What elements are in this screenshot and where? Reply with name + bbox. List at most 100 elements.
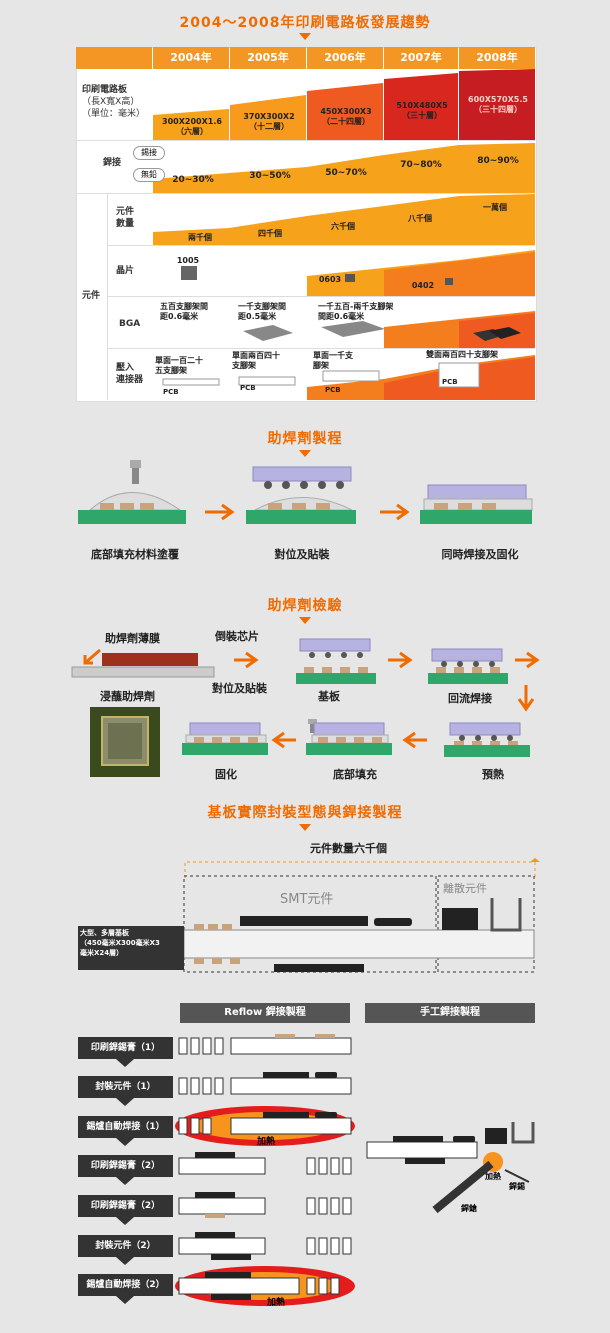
row-divider bbox=[107, 245, 535, 246]
title-arrow-icon bbox=[299, 450, 311, 457]
step-print-paste-2a: 印刷銲錫膏（2） bbox=[78, 1155, 173, 1185]
label-cure: 固化 bbox=[215, 768, 237, 781]
connector-graphic bbox=[162, 355, 535, 400]
pcb-size-2007: 510X480X5（三十層） bbox=[396, 101, 448, 120]
iron-label: 銲鎗 bbox=[461, 1204, 477, 1213]
component-group-label: 元件 bbox=[82, 291, 101, 301]
reflow-bar: Reflow 銲接製程 bbox=[180, 1003, 350, 1023]
chip-row-label: 晶片 bbox=[116, 266, 135, 276]
bga-row-label: BGA bbox=[119, 319, 141, 329]
step-print-paste-2b: 印刷銲錫膏（2） bbox=[78, 1195, 173, 1225]
chip-1005: 1005 bbox=[176, 256, 200, 265]
trend-title: 2004～2008年印刷電路板發展趨勢 bbox=[179, 15, 431, 31]
label-align-place: 對位及貼裝 bbox=[212, 682, 267, 695]
step-solder-cure: 同時焊接及固化 bbox=[441, 548, 519, 561]
solder-2008: 80~90% bbox=[477, 156, 519, 166]
count-2004: 兩千個 bbox=[188, 233, 212, 242]
row-divider bbox=[107, 348, 535, 349]
solder-row-label: 銲接 bbox=[103, 158, 122, 168]
label-preheat: 預熱 bbox=[482, 768, 504, 781]
bga-2006: 一千五百-兩千支腳架間距0.6毫米 bbox=[318, 302, 394, 321]
count-graphic bbox=[153, 194, 535, 245]
flux-inspection-title: 助焊劑檢驗 bbox=[267, 598, 343, 614]
chip-graphic bbox=[181, 250, 535, 296]
solder-2007: 70~80% bbox=[400, 160, 442, 170]
conn-2006: 單面一千支腳架 bbox=[313, 351, 353, 370]
lead-free-tag: 無鉛 bbox=[133, 168, 165, 182]
solder-2005: 30~50% bbox=[249, 171, 291, 181]
pcb-label-unit: （單位：毫米） bbox=[82, 109, 146, 119]
label-flip-chip: 倒裝芯片 bbox=[215, 630, 259, 643]
pcb-size-graphic bbox=[153, 69, 535, 140]
row-divider bbox=[107, 296, 535, 297]
conn-2007-2008: 雙面兩百四十支腳架 bbox=[426, 350, 498, 359]
step-place-1: 封裝元件（1） bbox=[78, 1076, 173, 1106]
count-2006: 六千個 bbox=[331, 222, 355, 231]
step-underfill-coat: 底部填充材料塗覆 bbox=[91, 548, 179, 561]
year-2006: 2006年 bbox=[307, 47, 383, 69]
smt-label: SMT元件 bbox=[280, 892, 334, 907]
pcb-size-2005: 370X300X2（十二層） bbox=[243, 112, 295, 131]
package-title: 基板實際封裝型態與銲接製程 bbox=[207, 805, 403, 821]
flux-process-title: 助焊劑製程 bbox=[267, 431, 343, 447]
pcb-row-label: 印刷電路板 （長X寬X高） （單位：毫米） bbox=[82, 84, 152, 120]
chip-0402: 0402 bbox=[411, 281, 435, 290]
label-underfill: 底部填充 bbox=[333, 768, 377, 781]
pcb-tag: PCB bbox=[325, 386, 341, 394]
header-corner bbox=[76, 47, 152, 69]
solder-2004: 20~30% bbox=[172, 175, 214, 185]
solder-wire-label: 銲錫 bbox=[509, 1182, 525, 1191]
year-2004: 2004年 bbox=[153, 47, 229, 69]
pcb-size-2008: 600X570X5.5（三十四層） bbox=[468, 95, 528, 114]
step-align-place: 對位及貼裝 bbox=[274, 548, 330, 561]
step-print-paste-1: 印刷銲錫膏（1） bbox=[78, 1037, 173, 1067]
pcb-label-dims: （長X寬X高） bbox=[82, 97, 140, 107]
step-reflow-1: 錫爐自動焊接（1） bbox=[78, 1116, 173, 1146]
connector-row-label: 壓入連接器 bbox=[116, 363, 144, 385]
flux-inspection-diagram bbox=[71, 638, 540, 777]
discrete-label: 離散元件 bbox=[443, 882, 487, 895]
pcb-tag: PCB bbox=[163, 388, 179, 396]
heat-label-manual: 加熱 bbox=[485, 1172, 501, 1181]
label-substrate: 基板 bbox=[318, 690, 340, 703]
row-divider bbox=[76, 193, 535, 194]
pcb-label-title: 印刷電路板 bbox=[82, 85, 128, 95]
heat-label-1: 加熱 bbox=[257, 1137, 276, 1147]
step-reflow-2: 錫爐自動焊接（2） bbox=[78, 1274, 173, 1304]
pcb-tag: PCB bbox=[240, 384, 256, 392]
title-arrow-icon bbox=[299, 824, 311, 831]
conn-2005: 單面兩百四十支腳架 bbox=[232, 351, 280, 370]
label-flux-film: 助焊劑薄膜 bbox=[105, 632, 160, 645]
count-2007: 八千個 bbox=[408, 214, 432, 223]
count-2008: 一萬個 bbox=[483, 203, 507, 212]
pcb-size-2004: 300X200X1.6（六層） bbox=[162, 117, 222, 136]
step-place-2: 封裝元件（2） bbox=[78, 1235, 173, 1265]
year-2005: 2005年 bbox=[230, 47, 306, 69]
board-diagram bbox=[183, 858, 540, 973]
col-divider bbox=[107, 193, 108, 400]
conn-2004: 單面一百二十五支腳架 bbox=[155, 356, 203, 375]
label-reflow: 回流焊接 bbox=[448, 692, 492, 705]
count-row-label: 元件數量 bbox=[116, 207, 135, 229]
title-arrow-icon bbox=[299, 617, 311, 624]
solder-ratio-graphic bbox=[153, 143, 535, 193]
bga-graphic bbox=[243, 311, 535, 348]
tin-lead-tag: 錫接 bbox=[133, 146, 165, 160]
row-divider bbox=[76, 140, 535, 141]
bga-2005: 一千支腳架間距0.5毫米 bbox=[238, 302, 286, 321]
chip-0603: 0603 bbox=[318, 275, 342, 284]
label-dip-flux: 浸蘸助焊劑 bbox=[100, 690, 155, 703]
heat-label-2: 加熱 bbox=[267, 1298, 286, 1308]
flux-process-diagram bbox=[78, 460, 533, 524]
pcb-tag: PCB bbox=[442, 378, 458, 386]
bga-2004: 五百支腳架間距0.6毫米 bbox=[160, 302, 208, 321]
count-2005: 四千個 bbox=[258, 229, 282, 238]
component-count-label: 元件數量六千個 bbox=[310, 842, 387, 855]
solder-2006: 50~70% bbox=[325, 168, 367, 178]
manual-bar: 手工銲接製程 bbox=[365, 1003, 535, 1023]
year-2008: 2008年 bbox=[459, 47, 535, 69]
pcb-size-2006: 450X300X3（二十四層） bbox=[320, 107, 372, 126]
title-arrow-icon bbox=[299, 33, 311, 40]
reflow-steps-diagram bbox=[175, 1034, 535, 1306]
